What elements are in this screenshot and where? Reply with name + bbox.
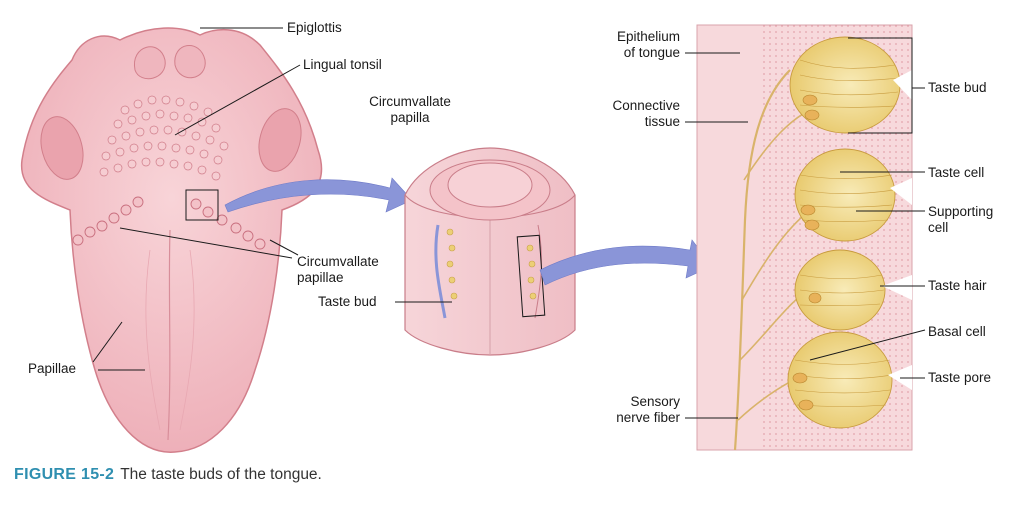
figure-caption: FIGURE 15-2 The taste buds of the tongue.	[14, 466, 322, 484]
label-circumvallate-papilla: Circumvallate papilla	[369, 94, 451, 125]
leader-lines	[92, 27, 926, 419]
label-taste-bud: Taste bud	[928, 80, 987, 95]
papilla-block	[404, 147, 576, 356]
label-supporting-cell: Supporting cell	[928, 204, 994, 235]
figure-number: FIGURE 15-2	[14, 466, 115, 483]
label-taste-cell: Taste cell	[928, 165, 985, 180]
label-taste-hair: Taste hair	[928, 278, 987, 293]
label-epiglottis: Epiglottis	[287, 20, 342, 35]
label-basal-cell: Basal cell	[928, 324, 986, 339]
label-epithelium-of-tongue: Epithelium of tongue	[616, 29, 680, 60]
label-lingual-tonsil: Lingual tonsil	[303, 57, 382, 72]
label-circumvallate-papillae: Circumvallate papillae	[297, 254, 379, 285]
label-connective-tissue: Connective tissue	[612, 98, 680, 129]
label-taste-pore: Taste pore	[928, 370, 992, 385]
label-sensory-nerve-fiber: Sensory nerve fiber	[616, 394, 680, 425]
figure-caption-text: The taste buds of the tongue.	[120, 466, 322, 483]
tongue-illustration	[20, 27, 323, 453]
label-taste-bud-mid: Taste bud	[318, 294, 377, 309]
label-papillae: Papillae	[28, 361, 77, 376]
taste-bud-detail	[696, 24, 913, 451]
